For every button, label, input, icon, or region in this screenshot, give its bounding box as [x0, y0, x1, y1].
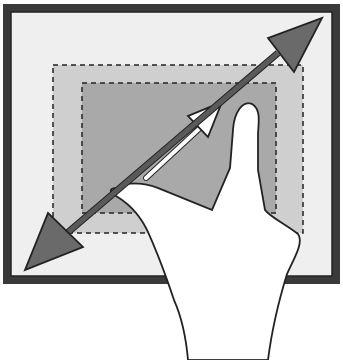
- zoom-gesture-diagram: [0, 0, 343, 360]
- pinch-to-zoom-illustration: [0, 0, 343, 360]
